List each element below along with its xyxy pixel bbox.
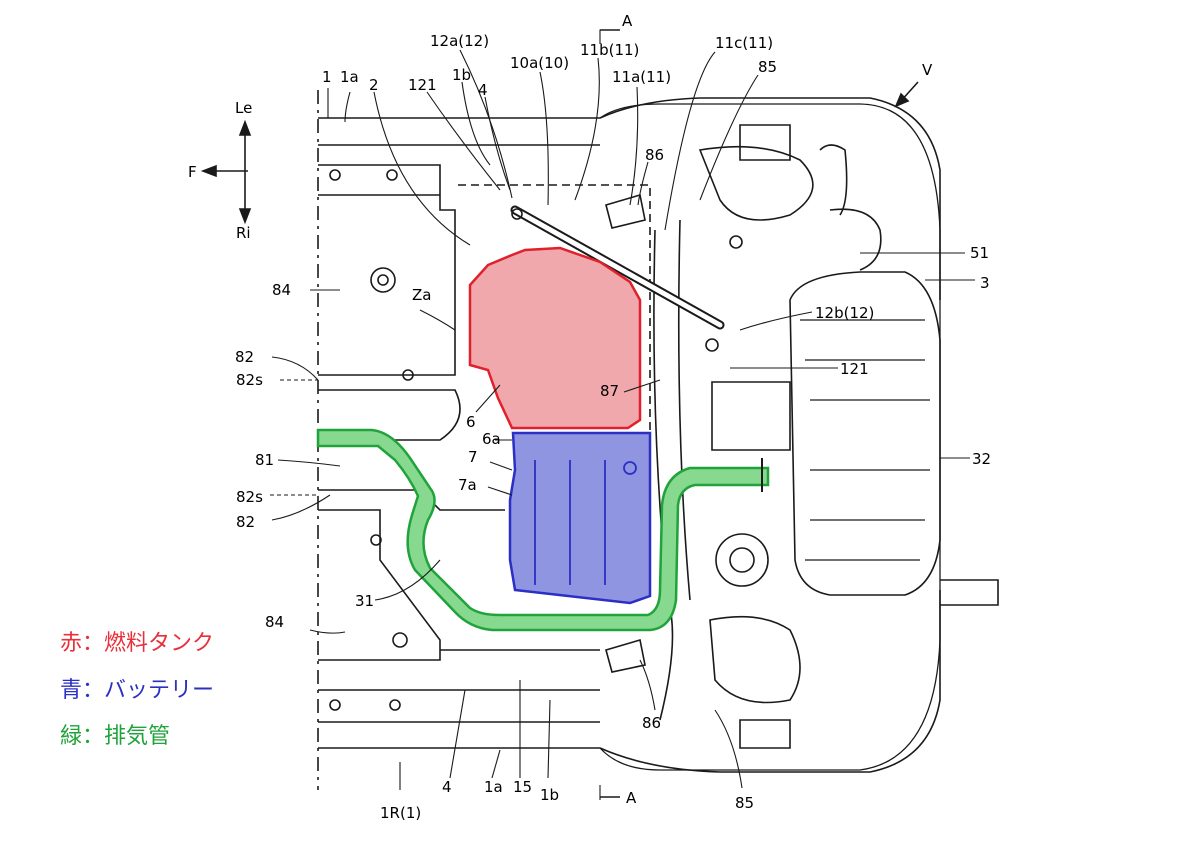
label-za: Za bbox=[412, 286, 431, 304]
label-12a: 12a(12) bbox=[430, 32, 489, 50]
label-1b-bottom: 1b bbox=[540, 786, 559, 804]
label-1r: 1R(1) bbox=[380, 804, 421, 822]
label-11b: 11b(11) bbox=[580, 41, 639, 59]
direction-arrows bbox=[200, 29, 919, 798]
label-1: 1 bbox=[322, 68, 332, 86]
legend-battery: 青：バッテリー bbox=[60, 678, 215, 703]
label-11c: 11c(11) bbox=[715, 34, 773, 52]
label-7a: 7a bbox=[458, 476, 477, 494]
battery-cell-lines bbox=[534, 460, 637, 585]
label-82-top: 82 bbox=[235, 348, 254, 366]
label-6: 6 bbox=[466, 413, 476, 431]
label-6a: 6a bbox=[482, 430, 501, 448]
label-1a-top: 1a bbox=[340, 68, 359, 86]
label-11a: 11a(11) bbox=[612, 68, 671, 86]
label-86-top: 86 bbox=[645, 146, 664, 164]
label-4-top: 4 bbox=[478, 81, 488, 99]
label-3: 3 bbox=[980, 274, 990, 292]
label-84-bottom: 84 bbox=[265, 613, 284, 631]
label-87: 87 bbox=[600, 382, 619, 400]
direction-f-label: F bbox=[188, 163, 197, 181]
leader-lines bbox=[270, 29, 975, 800]
exhaust-pipe-shape bbox=[316, 428, 770, 632]
label-85-bottom: 85 bbox=[735, 794, 754, 812]
label-81: 81 bbox=[255, 451, 274, 469]
label-86-bottom: 86 bbox=[642, 714, 661, 732]
label-15: 15 bbox=[513, 778, 532, 796]
chassis-linework bbox=[317, 90, 999, 790]
battery-shape bbox=[508, 431, 652, 605]
direction-le-label: Le bbox=[235, 99, 252, 117]
label-121-right: 121 bbox=[840, 360, 869, 378]
label-82s-top: 82s bbox=[236, 371, 263, 389]
label-82s-bottom: 82s bbox=[236, 488, 263, 506]
label-51: 51 bbox=[970, 244, 989, 262]
label-12b: 12b(12) bbox=[815, 304, 874, 322]
label-4-bottom: 4 bbox=[442, 778, 452, 796]
label-2: 2 bbox=[369, 76, 379, 94]
label-82-bottom: 82 bbox=[236, 513, 255, 531]
label-84-top: 84 bbox=[272, 281, 291, 299]
label-a-bottom: A bbox=[626, 789, 637, 807]
label-10a: 10a(10) bbox=[510, 54, 569, 72]
legend-fuel-tank: 赤：燃料タンク bbox=[60, 631, 215, 656]
label-31: 31 bbox=[355, 592, 374, 610]
label-85-top: 85 bbox=[758, 58, 777, 76]
view-v-label: V bbox=[922, 61, 933, 79]
direction-ri-label: Ri bbox=[236, 224, 251, 242]
label-1b-top: 1b bbox=[452, 66, 471, 84]
label-1a-bottom: 1a bbox=[484, 778, 503, 796]
label-a-top: A bbox=[622, 12, 633, 30]
fuel-tank-shape bbox=[468, 246, 642, 430]
label-121-top: 121 bbox=[408, 76, 437, 94]
label-32: 32 bbox=[972, 450, 991, 468]
label-7: 7 bbox=[468, 448, 478, 466]
legend-exhaust: 緑：排気管 bbox=[60, 724, 171, 749]
